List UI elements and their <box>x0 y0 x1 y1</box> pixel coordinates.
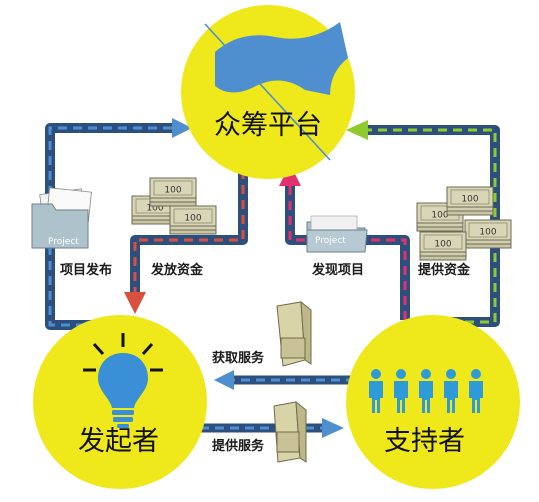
label-release-funds: 发放资金 <box>151 263 204 278</box>
initiator-title: 发起者 <box>78 426 159 457</box>
supporter-node <box>346 315 520 489</box>
arrow-head-get-service <box>214 370 234 390</box>
svg-text:Project: Project <box>315 236 346 246</box>
label-discover-project: 发现项目 <box>312 263 365 278</box>
money-stack-icon <box>132 178 216 234</box>
arrow-head-provide-funds <box>346 120 368 140</box>
label-get-service: 获取服务 <box>212 351 265 366</box>
light-bulb-icon <box>83 333 163 428</box>
project-folder-icon: Project <box>31 187 92 249</box>
arrow-head-release-funds <box>124 292 146 314</box>
arrow-head-provide-service <box>322 418 344 438</box>
wave-logo <box>204 22 348 161</box>
platform-title: 众筹平台 <box>214 110 322 141</box>
supporter-title: 支持者 <box>384 426 465 457</box>
label-provide-service: 提供服务 <box>212 439 265 454</box>
initiator-node <box>33 315 207 489</box>
service-box-icon <box>276 300 312 367</box>
project-folder-icon-2: Project <box>306 215 368 253</box>
label-provide-funds: 提供资金 <box>418 263 471 278</box>
service-box-icon-2 <box>273 400 307 463</box>
arrow-head-project-publish <box>172 118 192 138</box>
label-project-publish: 项目发布 <box>60 263 113 278</box>
platform-node <box>181 5 355 179</box>
svg-text:Project: Project <box>48 237 79 247</box>
